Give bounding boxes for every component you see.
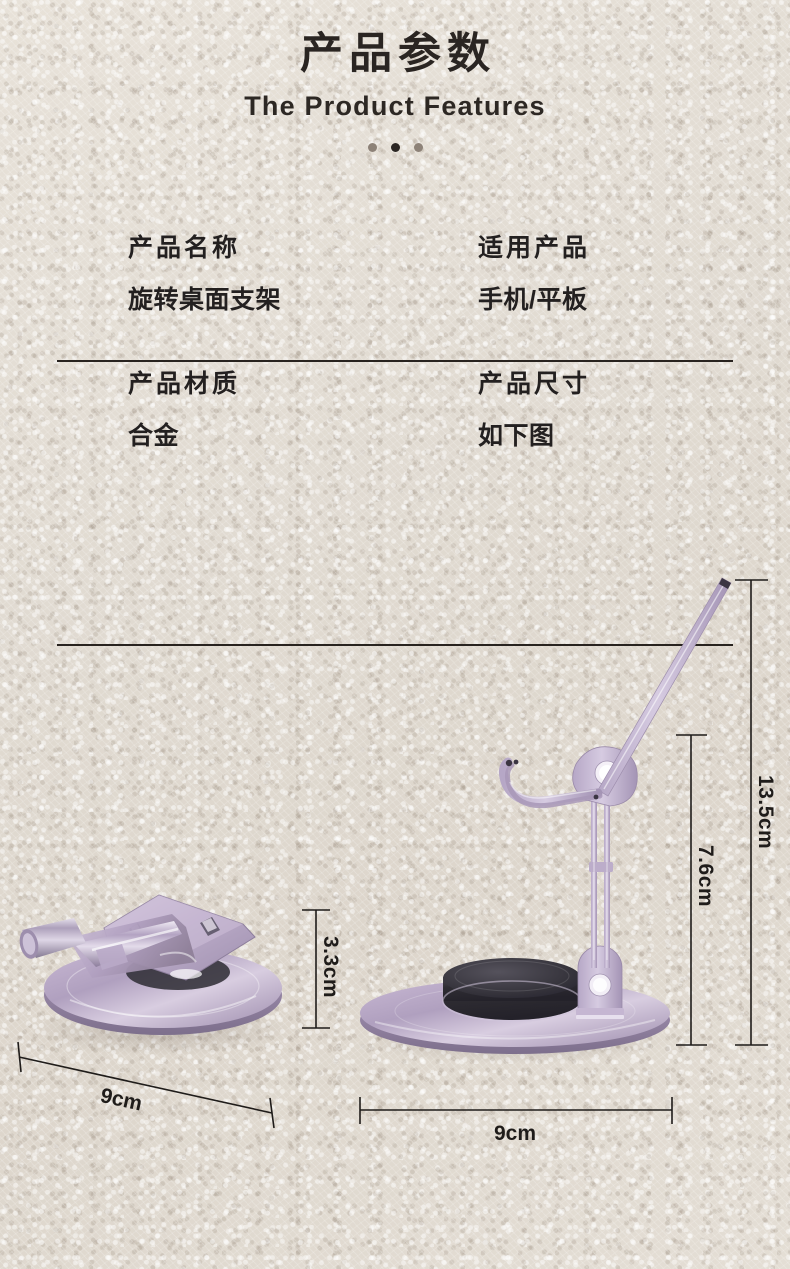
spec-value: 如下图 — [478, 422, 555, 450]
spec-table: 产品名称 旋转桌面支架 适用产品 手机/平板 产品材质 合金 产品尺寸 如下图 — [57, 236, 733, 646]
table-divider — [57, 644, 733, 646]
spec-value: 手机/平板 — [478, 286, 588, 314]
spec-cell-material: 产品材质 合金 — [128, 372, 240, 449]
table-row: 产品名称 旋转桌面支架 适用产品 手机/平板 — [57, 236, 733, 372]
spec-label: 产品尺寸 — [478, 370, 591, 398]
dot-center-icon — [390, 143, 400, 152]
page-header: 产品参数 The Product Features — [0, 0, 790, 152]
spec-value: 旋转桌面支架 — [128, 286, 282, 314]
page-subtitle: The Product Features — [244, 91, 546, 121]
spec-cell-size: 产品尺寸 如下图 — [478, 372, 590, 449]
spec-cell-product-name: 产品名称 旋转桌面支架 — [128, 236, 281, 313]
dot-left-icon — [367, 143, 377, 152]
spec-value: 合金 — [128, 422, 180, 450]
dot-right-icon — [413, 143, 423, 152]
spec-label: 适用产品 — [478, 234, 591, 262]
spec-label: 产品名称 — [128, 234, 241, 262]
table-row: 产品材质 合金 产品尺寸 如下图 — [57, 372, 733, 646]
spec-cell-compatible-product: 适用产品 手机/平板 — [478, 236, 590, 313]
table-divider — [57, 360, 733, 362]
spec-label: 产品材质 — [128, 370, 241, 398]
page-title: 产品参数 — [300, 30, 496, 78]
decorative-dots — [0, 143, 790, 152]
